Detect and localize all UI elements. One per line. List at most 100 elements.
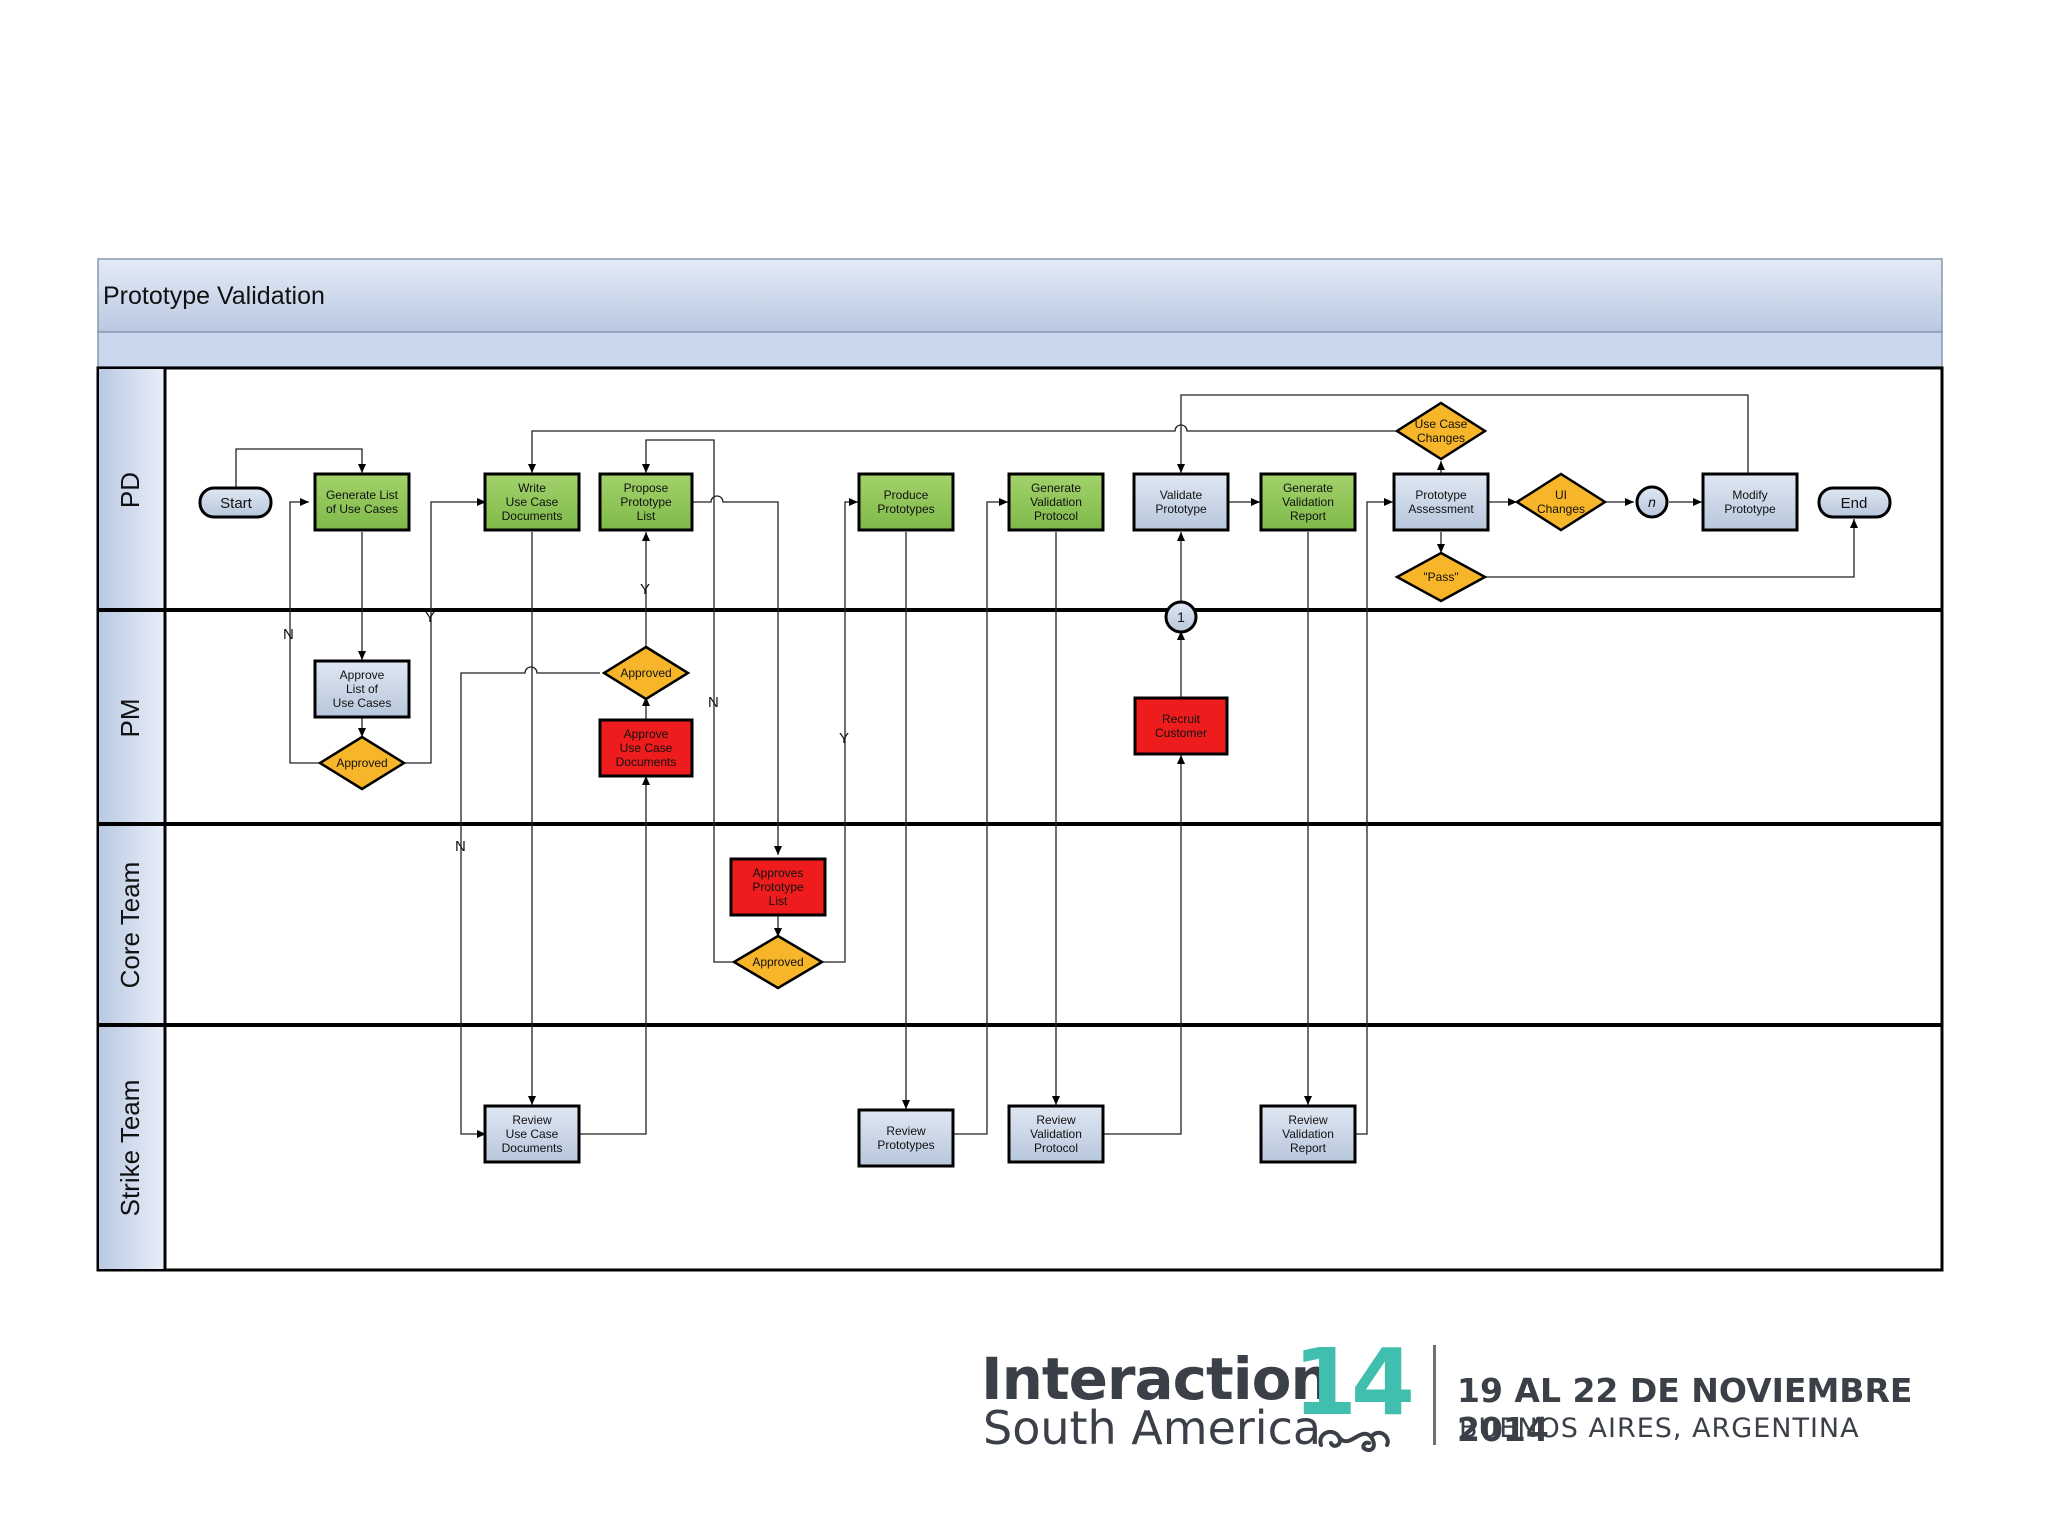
- flow-label: N: [455, 838, 466, 855]
- node-label: List of: [346, 682, 379, 696]
- event-location: BUENOS AIRES, ARGENTINA: [1459, 1413, 1860, 1444]
- node-label: List: [769, 894, 788, 908]
- flow-label: N: [283, 626, 294, 643]
- node-label: Approved: [752, 955, 803, 969]
- node-label: Validation: [1030, 1127, 1082, 1141]
- node-label: Use Case: [506, 1127, 559, 1141]
- node-label: Prototypes: [877, 1138, 934, 1152]
- connector-1: 1: [1164, 600, 1198, 634]
- event-branding: Interaction 14 South America 19 AL 22 DE…: [975, 1329, 1985, 1475]
- lane-header-strike: [99, 1027, 164, 1269]
- node-label: Prototype: [1415, 488, 1467, 502]
- node-label: Use Case: [506, 495, 559, 509]
- svg-text:Start: Start: [220, 495, 253, 512]
- node-label: Documents: [502, 509, 563, 523]
- start-node: Start: [198, 486, 273, 519]
- node-label: Validation: [1030, 495, 1082, 509]
- approved-pm1-decision: Approved: [317, 735, 407, 791]
- node-label: Approves: [753, 866, 804, 880]
- node-label: Prototypes: [877, 502, 934, 516]
- flow-label: N: [708, 694, 719, 711]
- swirl-icon: [1318, 1429, 1390, 1452]
- end-node: End: [1817, 486, 1892, 519]
- node-label: UI: [1555, 488, 1567, 502]
- n-connector: n: [1635, 485, 1669, 519]
- approved-core-decision: Approved: [731, 934, 825, 990]
- node-label: Customer: [1155, 726, 1207, 740]
- node-label: List: [637, 509, 656, 523]
- node-label: Changes: [1417, 431, 1465, 445]
- node-label: Review: [886, 1124, 926, 1138]
- diagram-subheader: [97, 331, 1943, 368]
- svg-text:n: n: [1648, 494, 1656, 510]
- node-label: Produce: [884, 488, 929, 502]
- node-label: Approve: [624, 727, 669, 741]
- node-label: Validation: [1282, 1127, 1334, 1141]
- node-label: Use Cases: [333, 696, 392, 710]
- node-label: Review: [1036, 1113, 1076, 1127]
- flow-label: Y: [839, 730, 849, 747]
- brand-subtitle: South America: [983, 1401, 1322, 1455]
- node-label: Prototype: [1155, 502, 1207, 516]
- lane-label-pd: PD: [115, 472, 145, 508]
- node-label: of Use Cases: [326, 502, 398, 516]
- node-label: Assessment: [1408, 502, 1474, 516]
- footer-divider: [1433, 1345, 1436, 1445]
- diagram-title: Prototype Validation: [103, 282, 325, 310]
- node-label: Validate: [1160, 488, 1203, 502]
- node-label: Protocol: [1034, 509, 1078, 523]
- node-label: Propose: [624, 481, 669, 495]
- node-label: Changes: [1537, 502, 1585, 516]
- node-label: Use Case: [1415, 417, 1468, 431]
- svg-text:1: 1: [1177, 609, 1185, 625]
- node-label: Write: [518, 481, 546, 495]
- node-label: Recruit: [1162, 712, 1201, 726]
- lane-label-core: Core Team: [115, 862, 145, 989]
- node-label: Validation: [1282, 495, 1334, 509]
- node-label: "Pass": [1423, 570, 1458, 584]
- node-label: Approved: [336, 756, 387, 770]
- brand-wordmark: Interaction: [981, 1345, 1332, 1413]
- node-label: Approve: [340, 668, 385, 682]
- node-label: Modify: [1732, 488, 1767, 502]
- lane-label-pm: PM: [115, 699, 145, 738]
- node-label: Review: [1288, 1113, 1328, 1127]
- event-date: 19 AL 22 DE NOVIEMBRE 2014: [1457, 1371, 1913, 1449]
- node-label: Generate: [1283, 481, 1333, 495]
- brand-number: 14: [1293, 1329, 1415, 1436]
- node-label: Prototype: [620, 495, 672, 509]
- diagram-header: [97, 258, 1943, 333]
- node-label: Prototype: [752, 880, 804, 894]
- node-label: Prototype: [1724, 502, 1776, 516]
- node-label: Generate: [1031, 481, 1081, 495]
- lane-header-pm: [99, 612, 164, 823]
- node-label: Use Case: [620, 741, 673, 755]
- lane-header-core: [99, 826, 164, 1024]
- node-label: Documents: [502, 1141, 563, 1155]
- node-label: Generate List: [326, 488, 399, 502]
- lane-label-strike: Strike Team: [115, 1080, 145, 1217]
- node-label: Report: [1290, 1141, 1327, 1155]
- flow-label: Y: [640, 581, 650, 598]
- node-label: Documents: [616, 755, 677, 769]
- flow-label: Y: [425, 609, 435, 626]
